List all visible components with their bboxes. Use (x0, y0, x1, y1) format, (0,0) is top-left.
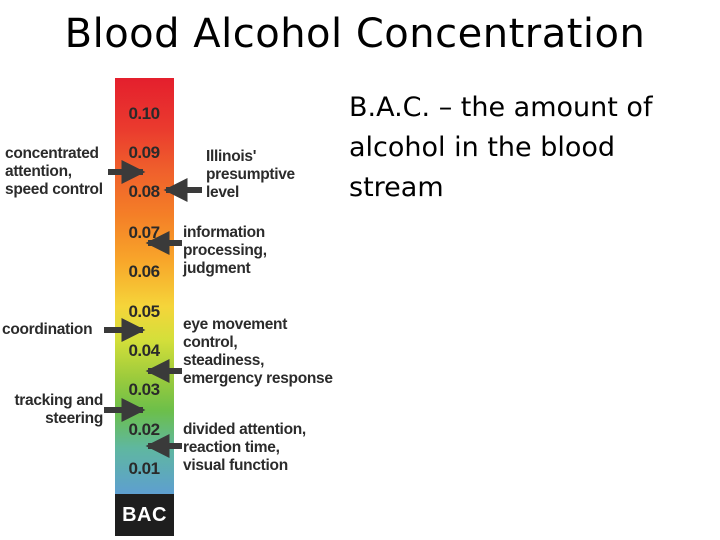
annotation-tracking-steering: tracking and steering (14, 392, 103, 427)
scale-label-0-03: 0.03 (128, 380, 160, 399)
bac-definition: B.A.C. – the amount of alcohol in the bl… (349, 92, 653, 203)
scale-label-0-04: 0.04 (128, 341, 160, 360)
annotation-illinois-presumptive-level: Illinois' presumptive level (206, 148, 295, 201)
annotation-eye-movement: eye movement control, steadiness, emerge… (183, 316, 333, 387)
bac-bar-footer: BAC (115, 494, 174, 536)
scale-label-0-06: 0.06 (128, 262, 160, 281)
scale-label-0-01: 0.01 (128, 459, 160, 478)
slide-title: Blood Alcohol Concentration (64, 11, 646, 57)
annotation-divided-attention: divided attention, reaction time, visual… (183, 421, 306, 474)
scale-label-0-05: 0.05 (128, 302, 160, 321)
scale-label-0-10: 0.10 (128, 104, 160, 123)
annotation-coordination: coordination (2, 321, 93, 338)
scale-label-0-08: 0.08 (128, 182, 160, 201)
annotation-information-processing: information processing, judgment (183, 224, 267, 277)
scale-label-0-09: 0.09 (128, 143, 160, 162)
annotation-concentrated-attention: concentrated attention, speed control (5, 145, 103, 198)
bac-gradient-bar (115, 78, 174, 494)
